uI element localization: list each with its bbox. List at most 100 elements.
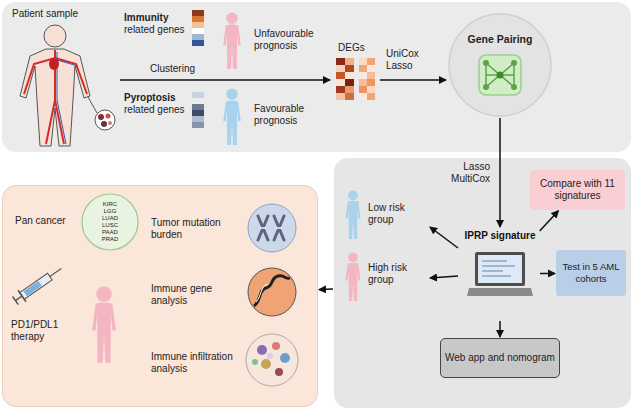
patient-body — [20, 49, 90, 146]
panel-label: Low risk group — [368, 202, 424, 226]
deg-heatmap — [336, 58, 375, 100]
panel-label: Immune gene analysis — [151, 283, 243, 307]
immunity-heatmap — [192, 10, 204, 16]
node-label: KIRC LGG LUAD LUSC PAAD PRAD — [99, 201, 121, 243]
deg-heatmap — [345, 65, 354, 72]
panel-label: Tumor mutation burden — [151, 217, 243, 241]
immunity-heatmap — [192, 34, 204, 40]
immunity-heatmap — [192, 10, 204, 46]
pyroptosis-heatmap — [192, 98, 204, 104]
syringe — [11, 290, 26, 306]
laptop-icon — [467, 250, 533, 300]
risk-arrow — [430, 227, 458, 278]
panel-label: DEGs — [338, 42, 378, 54]
patient-body — [98, 114, 104, 120]
deg-heatmap — [367, 58, 375, 65]
flow-arrow — [380, 79, 446, 81]
flow-arrow — [499, 321, 501, 337]
patient-body — [108, 121, 112, 125]
deg-heatmap — [367, 72, 375, 79]
patient-body — [88, 97, 97, 113]
deg-heatmap — [367, 65, 375, 72]
infiltration-icon — [275, 368, 283, 376]
panel-label: Immune infiltration analysis — [151, 351, 243, 375]
immunity-heatmap — [192, 40, 204, 46]
high-risk-person — [345, 252, 360, 301]
pyroptosis-heatmap — [192, 116, 204, 122]
flow-arrow — [120, 79, 446, 81]
risk-arrow — [430, 276, 458, 278]
circle-shape — [448, 13, 552, 117]
flow-arrow — [540, 211, 559, 231]
panel-label: Unfavourable prognosis — [254, 28, 326, 52]
infiltration-icon — [257, 345, 267, 355]
infiltration-icon — [252, 359, 258, 365]
pairing-icon — [497, 72, 504, 79]
panel-label: Pyroptosis related genes — [124, 92, 190, 116]
infiltration-icon — [280, 353, 290, 363]
flow-arrow — [120, 79, 330, 81]
panel-label: Pan cancer — [15, 215, 77, 227]
gene-icon — [248, 268, 296, 316]
process-circle: Gene Pairing — [448, 13, 552, 117]
panel-label: Immunity related genes — [124, 12, 190, 36]
infiltration-icon — [261, 359, 271, 369]
deg-heatmap — [359, 72, 367, 79]
deg-heatmap — [336, 72, 345, 79]
immunity-heatmap — [192, 28, 204, 34]
deg-heatmap — [336, 58, 345, 65]
panel-label: PD1/PDL1 therapy — [11, 319, 91, 343]
panel-label: UniCox Lasso — [386, 48, 434, 72]
pyroptosis-heatmap — [192, 122, 204, 128]
immunity-heatmap — [192, 22, 204, 28]
gene-icon — [256, 284, 268, 302]
mutation-icon — [260, 227, 282, 229]
pairing-icon — [511, 60, 517, 66]
panel: Low risk groupHigh risk group IPRP signat… — [334, 158, 631, 408]
cancer-circle: KIRC LGG LUAD LUSC PAAD PRAD — [81, 193, 139, 251]
deg-heatmap — [345, 79, 354, 86]
pyroptosis-heatmap — [192, 92, 204, 98]
syringe — [50, 268, 61, 276]
pairing-icon — [483, 84, 489, 90]
syringe — [11, 263, 65, 307]
gene-icon — [254, 276, 290, 306]
circle-shape — [82, 194, 138, 250]
infiltration-icon — [246, 334, 298, 386]
unfavourable-person — [223, 13, 241, 69]
panel-label: High risk group — [368, 262, 424, 286]
deg-heatmap — [336, 79, 345, 86]
deg-heatmap — [367, 79, 375, 86]
panel-label: Patient sample — [12, 8, 102, 20]
node-label: IPRP signature — [465, 230, 536, 242]
deg-heatmap — [359, 65, 367, 72]
laptop-icon — [467, 288, 533, 296]
flow-arrow — [540, 273, 555, 275]
deg-heatmap — [367, 93, 375, 100]
pyroptosis-heatmap — [192, 104, 204, 110]
signature-box: IPRP signature — [461, 228, 539, 320]
pairing-icon — [483, 60, 489, 66]
laptop-icon — [482, 261, 515, 276]
infiltration-icon — [267, 353, 273, 359]
deg-heatmap — [345, 58, 354, 65]
deg-heatmap — [359, 58, 367, 65]
mutation-icon — [248, 204, 296, 252]
infiltration-icon — [272, 342, 280, 350]
patient-body — [49, 58, 59, 70]
deg-heatmap — [367, 86, 375, 93]
output-box: Test in 5 AML cohorts — [556, 250, 626, 296]
deg-heatmap — [359, 86, 367, 93]
node-label: Compare with 11 signatures — [533, 178, 622, 202]
syringe — [20, 273, 52, 299]
pairing-icon — [511, 84, 517, 90]
low-risk-person — [345, 190, 360, 239]
panel: Patient sample Immunity related genesPyro… — [2, 2, 631, 152]
deg-heatmap — [336, 93, 345, 100]
patient-body — [57, 52, 78, 144]
output-box: Compare with 11 signatures — [530, 170, 625, 210]
patient-body — [44, 25, 66, 47]
syringe — [24, 281, 42, 296]
node-label: Test in 5 AML cohorts — [559, 261, 623, 285]
circle-shape — [449, 14, 551, 116]
